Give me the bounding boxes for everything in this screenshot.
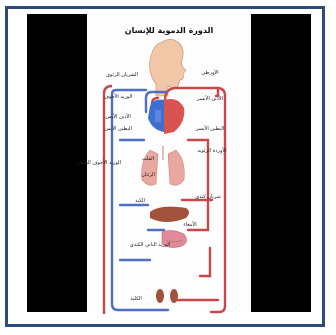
label-pulmonary-artery: الشريان الرئوي bbox=[106, 72, 138, 78]
label-intestines: الأمعاء bbox=[183, 221, 196, 228]
lungs-shape bbox=[142, 146, 185, 185]
label-right-atrium: الأذين الأيمن bbox=[105, 113, 131, 120]
kidneys-shape bbox=[156, 289, 178, 303]
label-aorta: الأورطي bbox=[201, 69, 218, 76]
label-left-atrium: الأذين الأيسر bbox=[196, 95, 223, 102]
diagram-title: الدورة الدموية للإنسان bbox=[125, 26, 214, 35]
heart-shape bbox=[148, 99, 184, 134]
label-portal-vein: الوريد البابي الكبدي bbox=[130, 242, 170, 248]
label-right-ventricle: البطين الأيمن bbox=[104, 125, 132, 132]
label-vena-cava-sup: الوريد الأجوف bbox=[104, 93, 133, 100]
label-left-ventricle: البطين الأيسر bbox=[195, 125, 224, 132]
label-hepatic-artery: شريان كبدي bbox=[195, 194, 221, 200]
label-lungs: الرئتان bbox=[141, 172, 155, 178]
label-liver: الكبد bbox=[135, 198, 145, 204]
label-heart: القلب bbox=[142, 156, 154, 162]
label-kidney: الكلية bbox=[130, 296, 142, 302]
label-vena-cava-inf: الوريد الأجوف السفلي bbox=[75, 159, 121, 166]
label-pulmonary-vein: الأوردة الرئوية bbox=[197, 147, 226, 154]
liver-shape bbox=[150, 207, 189, 222]
